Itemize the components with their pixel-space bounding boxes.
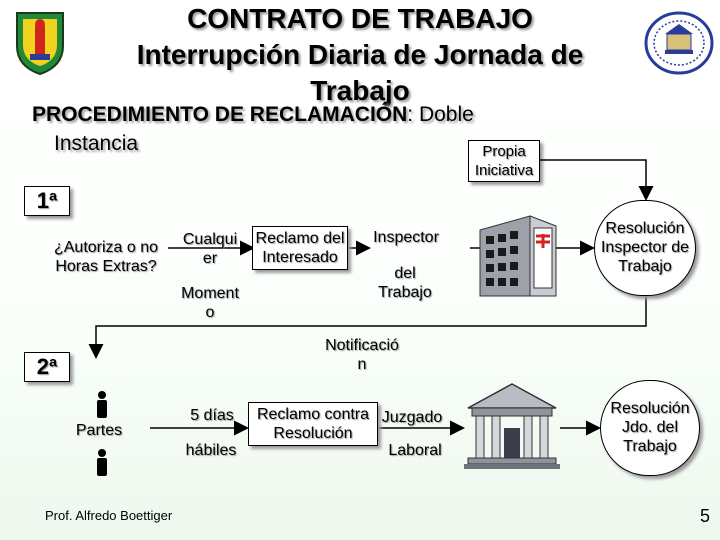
courthouse-icon [464,380,560,470]
laboral-text: Laboral [380,441,450,460]
author-footer: Prof. Alfredo Boettiger [45,508,172,523]
instance-1-label: 1ª [24,186,70,216]
page-number: 5 [700,506,710,527]
person-icon [92,390,112,418]
instance-2-label: 2ª [24,352,70,382]
inspector-text: Inspector [366,228,446,247]
cinco-dias-text: 5 días [180,406,244,425]
office-building-icon [472,208,562,298]
partes-text: Partes [64,421,134,440]
juzgado-text: Juzgado [376,408,448,427]
habiles-text: hábiles [176,441,246,460]
person-icon-2 [92,448,112,476]
